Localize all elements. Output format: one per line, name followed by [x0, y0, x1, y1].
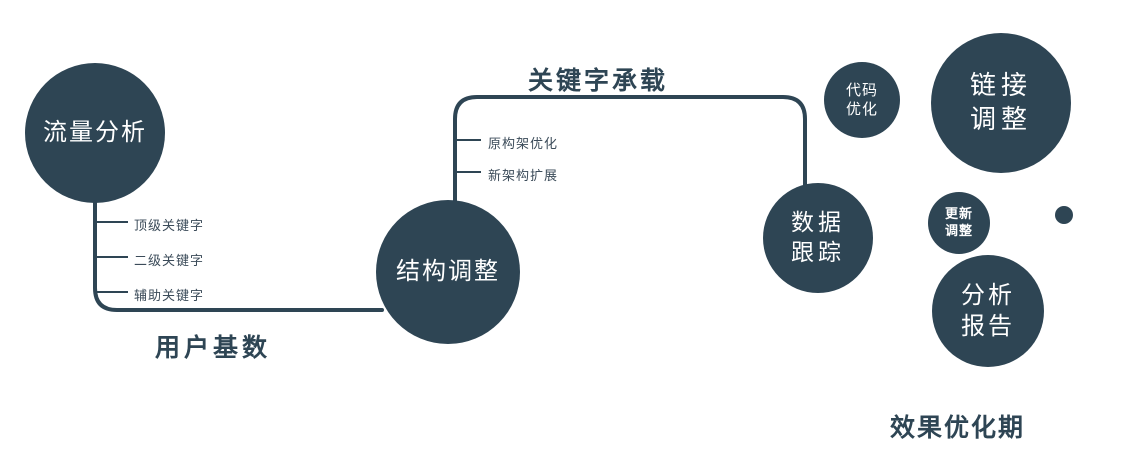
node-update-adjustment: 更新 调整	[928, 192, 990, 254]
caption-effect-optimization-period: 效果优化期	[890, 414, 1026, 442]
node-data-tracking: 数据 跟踪	[763, 183, 873, 293]
branch-label-top-keywords: 顶级关键字	[134, 218, 205, 233]
branch-label-original-architecture: 原构架优化	[488, 136, 559, 151]
edge-label-keyword-carrying: 关键字承载	[528, 67, 669, 95]
node-structure-adjustment: 结构调整	[376, 200, 520, 344]
connector-structure-to-data-tracking	[453, 95, 807, 214]
node-update-adjustment-line2: 调整	[944, 223, 973, 238]
node-code-optimization-line1: 代码	[845, 81, 878, 99]
branch-label-new-architecture: 新架构扩展	[488, 168, 559, 183]
node-analysis-report-line1: 分析	[961, 281, 1015, 309]
branch-label-aux-keywords: 辅助关键字	[134, 288, 205, 303]
node-data-tracking-line1: 数据	[791, 209, 845, 236]
node-dot	[1055, 206, 1073, 224]
node-analysis-report: 分析 报告	[932, 255, 1044, 367]
node-link-adjustment-line1: 链接	[969, 70, 1032, 101]
node-traffic-analysis-label: 流量分析	[43, 119, 147, 147]
node-analysis-report-line2: 报告	[961, 313, 1015, 340]
node-data-tracking-line2: 跟踪	[791, 239, 845, 265]
node-link-adjustment-line2: 调整	[969, 104, 1032, 134]
connector-traffic-to-structure	[93, 188, 384, 312]
node-structure-adjustment-label: 结构调整	[396, 258, 500, 286]
node-update-adjustment-line1: 更新	[944, 206, 973, 222]
node-traffic-analysis: 流量分析	[25, 63, 165, 203]
edge-label-user-base: 用户基数	[155, 334, 272, 362]
branch-label-second-keywords: 二级关键字	[134, 253, 205, 268]
node-code-optimization: 代码 优化	[824, 62, 900, 138]
node-link-adjustment: 链接 调整	[931, 33, 1071, 173]
node-code-optimization-line2: 优化	[845, 101, 878, 118]
